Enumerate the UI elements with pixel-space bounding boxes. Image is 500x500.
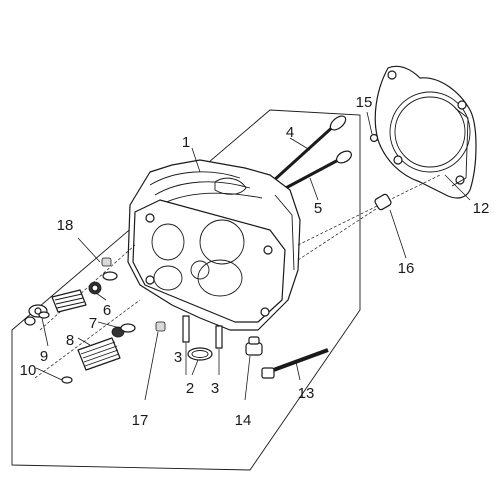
- axis-line-gasket: [297, 174, 441, 246]
- stud-3a: [182, 315, 190, 343]
- dowel-pin: [374, 193, 392, 211]
- callout-13: 13: [298, 385, 315, 402]
- callout-17: 17: [132, 412, 149, 429]
- head-gasket: [374, 65, 477, 199]
- callout-4: 4: [286, 124, 294, 141]
- callout-14: 14: [235, 412, 252, 429]
- callout-1: 1: [182, 134, 190, 151]
- callout-2: 2: [186, 380, 194, 397]
- seal-ring-7: [120, 323, 136, 333]
- valve-intake: [270, 115, 347, 184]
- callout-3-left: 3: [174, 349, 182, 366]
- fitting-18: [101, 257, 118, 281]
- callout-10: 10: [20, 362, 37, 379]
- callout-15: 15: [356, 94, 373, 111]
- valve-exhaust: [281, 150, 352, 192]
- small-bolt: [369, 133, 379, 143]
- valve-spring-lower: [77, 326, 125, 371]
- callout-8: 8: [66, 332, 74, 349]
- callout-12: 12: [473, 200, 490, 217]
- axis-line-dowel: [297, 204, 383, 261]
- axis-line-seat: [34, 299, 141, 379]
- callout-5: 5: [314, 200, 322, 217]
- seal-ring-9: [38, 311, 50, 319]
- screw-17: [155, 321, 166, 332]
- callout-3-right: 3: [211, 380, 219, 397]
- collet-10: [24, 316, 73, 384]
- leader-lines: [35, 111, 471, 401]
- callout-9: 9: [40, 348, 48, 365]
- long-bolt-13: [261, 348, 329, 379]
- axis-line-valve-spring: [39, 244, 136, 331]
- plug-14: [245, 336, 263, 356]
- callout-6: 6: [103, 302, 111, 319]
- valve-spring-retainer: [88, 281, 102, 295]
- valve-spring-upper: [28, 289, 87, 318]
- stud-3b: [215, 325, 223, 349]
- o-ring-2: [187, 347, 213, 361]
- callout-18: 18: [57, 217, 74, 234]
- cylinder-head: [127, 159, 301, 331]
- callout-7: 7: [89, 315, 97, 332]
- callout-16: 16: [398, 260, 415, 277]
- assembly-frame-outline: [11, 109, 361, 471]
